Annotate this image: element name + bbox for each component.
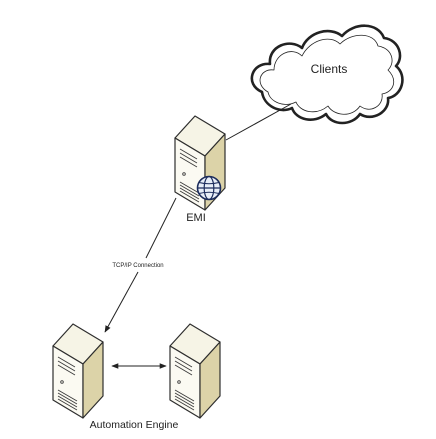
- tcpip-edge-line-upper: [145, 197, 177, 259]
- server-globe-icon: [174, 115, 226, 211]
- emi-to-clients-edge: [225, 103, 292, 141]
- cloud-icon: [250, 24, 404, 125]
- clients-node: Clients: [250, 24, 404, 125]
- server-icon: [169, 323, 221, 419]
- clients-label: Clients: [311, 62, 348, 76]
- tcpip-edge-line-lower: [104, 271, 139, 333]
- cloud-inner-outline: [259, 34, 395, 115]
- tcpip-connection-edge: TCP/IP Connection: [104, 197, 177, 333]
- emi-node: EMI: [174, 115, 226, 224]
- engine-node: Automation Engine: [52, 323, 221, 431]
- emi-label: EMI: [186, 212, 206, 224]
- automation-engine-label: Automation Engine: [90, 419, 179, 431]
- server-icon: [52, 323, 104, 419]
- tcpip-edge-label: TCP/IP Connection: [112, 263, 163, 269]
